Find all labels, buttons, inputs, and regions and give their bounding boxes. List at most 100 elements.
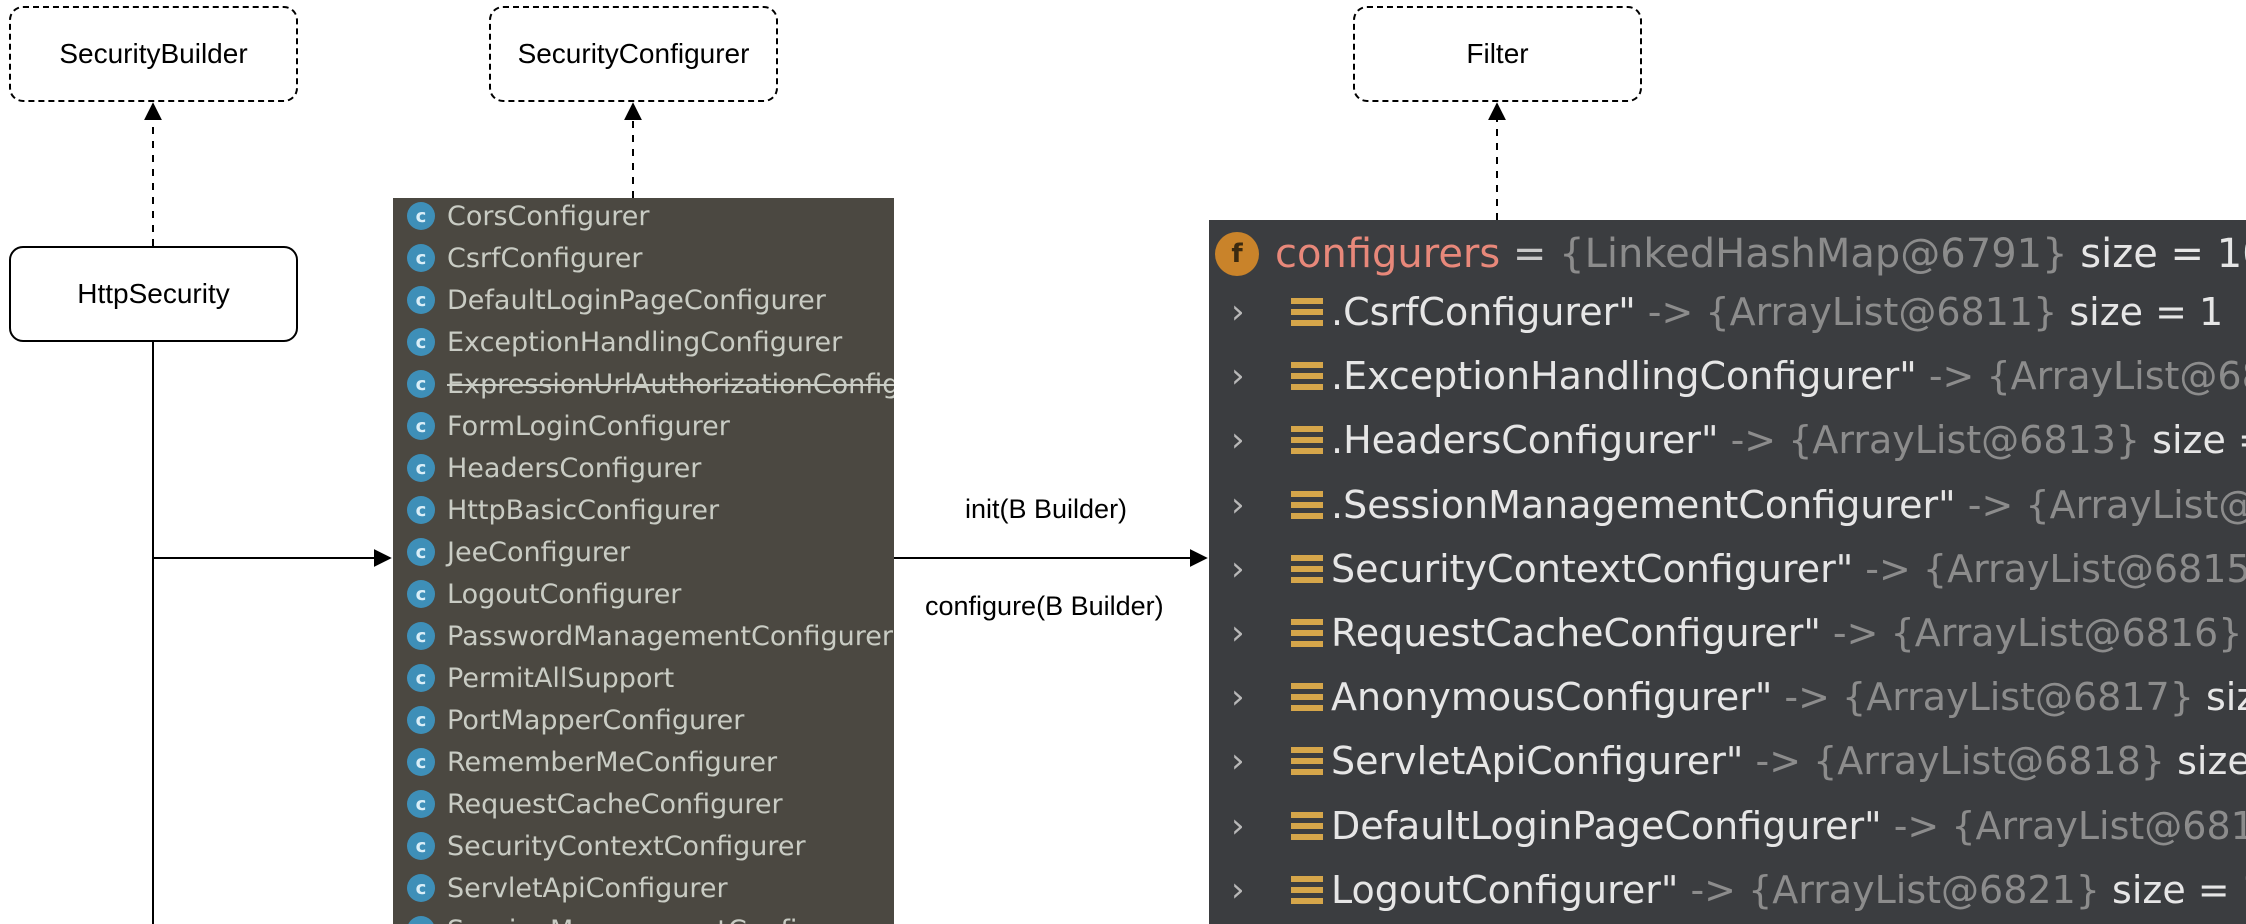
class-icon: c — [407, 286, 435, 314]
class-icon: c — [407, 622, 435, 650]
httpsecurity-node: HttpSecurity — [9, 246, 298, 342]
map-entry-key: .CsrfConfigurer" — [1331, 290, 1636, 334]
map-entry-size: size = 1 — [2205, 675, 2246, 720]
map-entry-arrow: -> — [1743, 739, 1814, 784]
class-list-item[interactable]: c PasswordManagementConfigurer — [407, 615, 894, 657]
map-entry-row[interactable]: › DefaultLoginPageConfigurer" -> {ArrayLi… — [1209, 794, 2246, 858]
variable-type: {LinkedHashMap@6791} — [1559, 231, 2068, 277]
map-entry-row[interactable]: ›AnonymousConfigurer" -> {ArrayList@6817… — [1209, 665, 2246, 729]
class-name: PasswordManagementConfigurer — [447, 620, 893, 652]
equals-sign: = — [1500, 231, 1560, 277]
class-icon: c — [407, 244, 435, 272]
map-entry-row[interactable]: ›.CsrfConfigurer" -> {ArrayList@6811} si… — [1209, 280, 2246, 344]
map-entry-row[interactable]: › .HeadersConfigurer" -> {ArrayList@6813}… — [1209, 408, 2246, 472]
class-name: SecurityContextConfigurer — [447, 830, 806, 862]
class-list-item[interactable]: c SecurityContextConfigurer — [407, 825, 894, 867]
expand-chevron-icon[interactable]: › — [1231, 677, 1245, 718]
class-name: SessionManagementConfigurer — [447, 915, 870, 924]
map-entry-arrow: -> — [1853, 546, 1923, 591]
map-entry-value: {ArrayList@6817} — [1842, 675, 2194, 720]
map-entry-arrow: -> — [1678, 867, 1749, 912]
map-entry-size: size = 1 — [2152, 418, 2246, 463]
expand-chevron-icon[interactable]: › — [1231, 805, 1245, 846]
map-entry-row[interactable]: › .ExceptionHandlingConfigurer" -> {Array… — [1209, 344, 2246, 408]
map-entry-icon — [1291, 683, 1323, 712]
class-name: CorsConfigurer — [447, 200, 650, 232]
class-icon: c — [407, 496, 435, 524]
map-entry-value: {ArrayList@6814} — [2025, 482, 2246, 527]
class-icon: c — [407, 328, 435, 356]
map-entry-text: ServletApiConfigurer" -> {ArrayList@6818… — [1331, 739, 2246, 783]
field-icon: f — [1215, 232, 1259, 276]
expand-chevron-icon[interactable]: › — [1231, 613, 1245, 653]
class-list-item[interactable]: cSessionManagementConfigurer — [407, 909, 894, 924]
debugger-variables-panel: f configurers = {LinkedHashMap@6791} siz… — [1209, 220, 2246, 924]
expand-chevron-icon[interactable]: › — [1231, 741, 1245, 782]
class-name: HttpBasicConfigurer — [447, 494, 720, 526]
class-list-item[interactable]: c CsrfConfigurer — [407, 237, 894, 279]
map-entry-value: {ArrayList@6811} — [1705, 290, 2058, 334]
class-icon: c — [407, 706, 435, 734]
class-name: CsrfConfigurer — [447, 242, 643, 274]
map-entry-row[interactable]: › RequestCacheConfigurer" -> {ArrayList@6… — [1209, 601, 2246, 665]
expand-chevron-icon[interactable]: › — [1231, 292, 1245, 332]
map-entry-size: size = 1 — [2069, 290, 2224, 334]
expand-chevron-icon[interactable]: › — [1231, 548, 1245, 589]
class-name: RememberMeConfigurer — [447, 746, 778, 778]
expand-chevron-icon[interactable]: › — [1231, 484, 1245, 525]
map-entry-icon — [1291, 362, 1323, 391]
map-entry-key: DefaultLoginPageConfigurer" — [1331, 803, 1882, 848]
map-entry-value: {ArrayList@6815} — [1922, 546, 2246, 591]
securityconfigurer-node: SecurityConfigurer — [489, 6, 778, 102]
class-list-item[interactable]: c HttpBasicConfigurer — [407, 489, 894, 531]
map-entry-arrow: -> — [1916, 354, 1987, 399]
class-icon: c — [407, 454, 435, 482]
map-entry-text: .HeadersConfigurer" -> {ArrayList@6813} … — [1331, 418, 2246, 462]
map-entry-value: {ArrayList@6818} — [1813, 739, 2165, 784]
map-entry-arrow: -> — [1718, 418, 1789, 463]
map-entry-key: .ExceptionHandlingConfigurer" — [1331, 354, 1917, 399]
map-entry-row[interactable]: ›SecurityContextConfigurer" -> {ArrayLis… — [1209, 537, 2246, 601]
init-edge-label: init(B Builder) — [965, 494, 1128, 524]
map-entry-key: LogoutConfigurer" — [1331, 867, 1679, 912]
map-entry-icon — [1291, 875, 1323, 904]
map-entry-arrow: -> — [1820, 611, 1891, 655]
class-name: JeeConfigurer — [447, 536, 631, 568]
class-icon: c — [407, 874, 435, 902]
map-entry-icon — [1291, 554, 1323, 583]
configurers-field-row[interactable]: f configurers = {LinkedHashMap@6791} siz… — [1209, 222, 2246, 286]
map-entry-row[interactable]: ›LogoutConfigurer" -> {ArrayList@6821} s… — [1209, 858, 2246, 922]
map-entry-key: .HeadersConfigurer" — [1331, 418, 1719, 463]
class-icon: c — [407, 832, 435, 860]
expand-chevron-icon[interactable]: › — [1231, 869, 1245, 910]
map-entry-row[interactable]: › ServletApiConfigurer" -> {ArrayList@681… — [1209, 729, 2246, 793]
map-entry-text: RequestCacheConfigurer" -> {ArrayList@68… — [1331, 611, 2246, 655]
map-entry-key: AnonymousConfigurer" — [1331, 675, 1773, 720]
map-entry-row[interactable]: ›.SessionManagementConfigurer" -> {Array… — [1209, 473, 2246, 537]
class-list-item[interactable]: cExpressionUrlAuthorizationConfigurer — [407, 363, 894, 405]
map-entry-arrow: -> — [1881, 803, 1952, 848]
map-entry-text: DefaultLoginPageConfigurer" -> {ArrayLis… — [1331, 804, 2246, 848]
securitybuilder-node: SecurityBuilder — [9, 6, 298, 102]
map-entry-key: RequestCacheConfigurer" — [1331, 611, 1821, 655]
map-entry-value: {ArrayList@6819} — [1951, 803, 2246, 848]
variable-header: configurers = {LinkedHashMap@6791} size … — [1275, 231, 2246, 277]
configure-edge-label: configure(B Builder) — [925, 591, 1164, 621]
map-entry-text: .ExceptionHandlingConfigurer" -> {ArrayL… — [1331, 354, 2246, 398]
variable-name: configurers — [1275, 231, 1501, 277]
map-entry-icon — [1291, 747, 1323, 776]
expand-chevron-icon[interactable]: › — [1231, 356, 1245, 397]
expand-chevron-icon[interactable]: › — [1231, 420, 1245, 461]
